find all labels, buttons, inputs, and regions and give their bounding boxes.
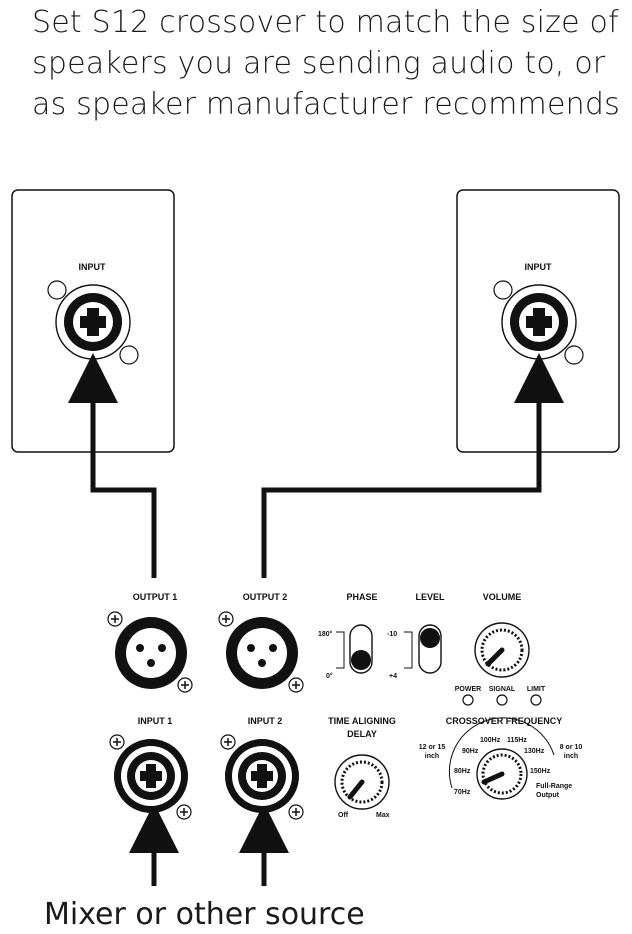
right-speaker-input-label: INPUT — [525, 262, 553, 272]
level-minus10-label: -10 — [387, 631, 397, 638]
level-switch[interactable]: -10 +4 — [387, 624, 442, 680]
crossover-scale-arc — [448, 717, 555, 789]
delay-knob[interactable] — [334, 754, 390, 810]
crossover-8-10-inch-2: inch — [564, 753, 578, 760]
power-led — [462, 694, 474, 706]
caption: Set S12 crossover to match the size of s… — [32, 2, 622, 125]
input1-label: INPUT 1 — [138, 716, 173, 726]
output2-label: OUTPUT 2 — [243, 592, 288, 602]
delay-off-label: Off — [338, 812, 349, 819]
left-speaker-input-label: INPUT — [79, 262, 107, 272]
power-label: POWER — [455, 686, 481, 693]
output1-xlr-jack — [107, 611, 193, 693]
crossover-8-10-inch-1: 8 or 10 — [560, 744, 583, 751]
crossover-115hz: 115Hz — [507, 737, 527, 744]
volume-knob[interactable] — [474, 622, 530, 678]
caption-line-1: Set S12 crossover to match the size of — [32, 5, 619, 40]
level-plus4-label: +4 — [389, 673, 397, 680]
caption-line-2: speakers you are sending audio to, or — [32, 46, 606, 81]
right-speaker-combo-jack — [493, 280, 584, 365]
crossover-12-15-inch-1: 12 or 15 — [419, 744, 446, 751]
delay-max-label: Max — [376, 812, 390, 819]
crossover-150hz: 150Hz — [530, 768, 551, 775]
output2-cable — [261, 353, 564, 578]
crossover-100hz: 100Hz — [480, 737, 501, 744]
phase-switch[interactable]: 180° 0° — [318, 624, 373, 680]
crossover-knob[interactable] — [476, 748, 528, 800]
crossover-90hz: 90Hz — [462, 748, 479, 755]
crossover-80hz: 80Hz — [454, 768, 471, 775]
volume-label: VOLUME — [483, 592, 522, 602]
output2-xlr-jack — [218, 611, 304, 693]
time-aligning-label-2: DELAY — [347, 729, 377, 739]
limit-label: LIMIT — [527, 686, 546, 693]
crossover-130hz: 130Hz — [524, 748, 545, 755]
right-speaker: INPUT — [456, 189, 620, 453]
input2-label: INPUT 2 — [248, 716, 283, 726]
input1-combo-jack — [109, 734, 192, 820]
caption-line-3: as speaker manufacturer recommends — [32, 87, 620, 122]
phase-label: PHASE — [346, 592, 377, 602]
input2-combo-jack — [220, 734, 304, 820]
output1-cable — [68, 353, 157, 578]
limit-led — [530, 694, 542, 706]
crossover-70hz: 70Hz — [454, 789, 471, 796]
time-aligning-label-1: TIME ALIGNING — [328, 716, 396, 726]
signal-led — [496, 694, 508, 706]
crossover-12-15-inch-2: inch — [425, 753, 439, 760]
crossover-full-range-2: Output — [536, 792, 560, 799]
level-label: LEVEL — [415, 592, 445, 602]
source-caption: Mixer or other source — [44, 897, 365, 932]
phase-180-label: 180° — [318, 630, 333, 638]
signal-label: SIGNAL — [489, 686, 516, 693]
left-speaker-combo-jack — [47, 280, 139, 365]
phase-0-label: 0° — [326, 672, 333, 680]
output1-label: OUTPUT 1 — [133, 592, 178, 602]
crossover-full-range-1: Full-Range — [536, 783, 572, 790]
crossover-label: CROSSOVER FREQUENCY — [446, 716, 563, 726]
